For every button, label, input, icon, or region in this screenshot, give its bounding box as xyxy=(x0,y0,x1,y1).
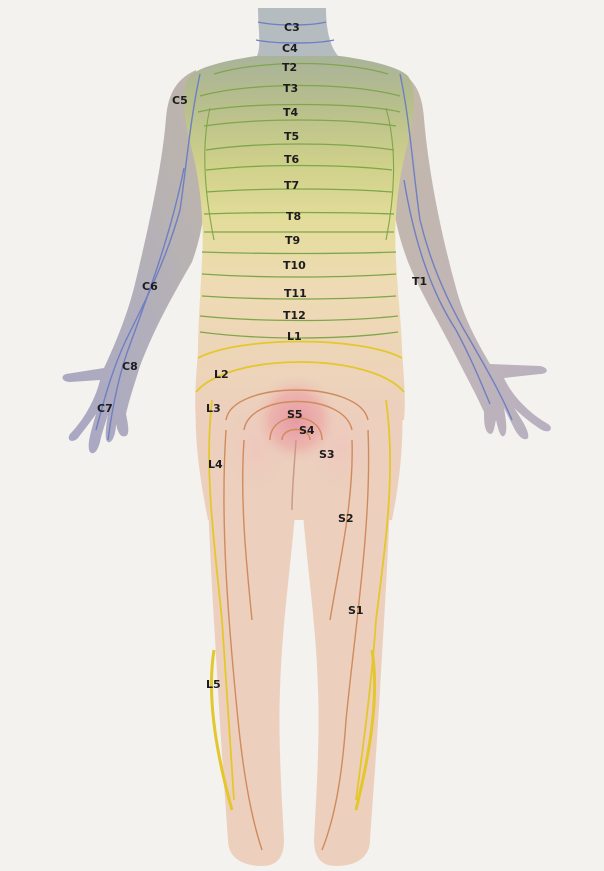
dermatome-label-t1: T1 xyxy=(412,275,427,288)
dermatome-label-c8: C8 xyxy=(122,360,138,373)
dermatome-label-s5: S5 xyxy=(287,408,303,421)
dermatome-label-t2: T2 xyxy=(282,61,297,74)
dermatome-label-t8: T8 xyxy=(286,210,301,223)
dermatome-label-s1: S1 xyxy=(348,604,364,617)
dermatome-label-t11: T11 xyxy=(284,287,307,300)
dermatome-label-t10: T10 xyxy=(283,259,306,272)
dermatome-label-s2: S2 xyxy=(338,512,354,525)
dermatome-label-t6: T6 xyxy=(284,153,300,166)
dermatome-label-c5: C5 xyxy=(172,94,188,107)
dermatome-label-t12: T12 xyxy=(283,309,306,322)
dermatome-label-s4: S4 xyxy=(299,424,315,437)
dermatome-label-t7: T7 xyxy=(284,179,299,192)
dermatome-label-l1: L1 xyxy=(287,330,302,343)
dermatome-label-l4: L4 xyxy=(208,458,223,471)
dermatome-label-c6: C6 xyxy=(142,280,158,293)
silhouette xyxy=(63,8,551,866)
dermatome-label-t9: T9 xyxy=(285,234,300,247)
right-arm xyxy=(392,70,551,439)
left-arm xyxy=(63,70,206,453)
dermatome-label-t3: T3 xyxy=(283,82,298,95)
dermatome-label-s3: S3 xyxy=(319,448,335,461)
dermatome-label-t4: T4 xyxy=(283,106,299,119)
dermatome-label-c4: C4 xyxy=(282,42,298,55)
right-leg xyxy=(302,500,390,866)
dermatome-label-t5: T5 xyxy=(284,130,299,143)
dermatome-label-c3: C3 xyxy=(284,21,300,34)
dermatome-label-c7: C7 xyxy=(97,402,113,415)
dermatome-label-l3: L3 xyxy=(206,402,221,415)
dermatome-label-l5: L5 xyxy=(206,678,221,691)
dermatome-label-l2: L2 xyxy=(214,368,229,381)
